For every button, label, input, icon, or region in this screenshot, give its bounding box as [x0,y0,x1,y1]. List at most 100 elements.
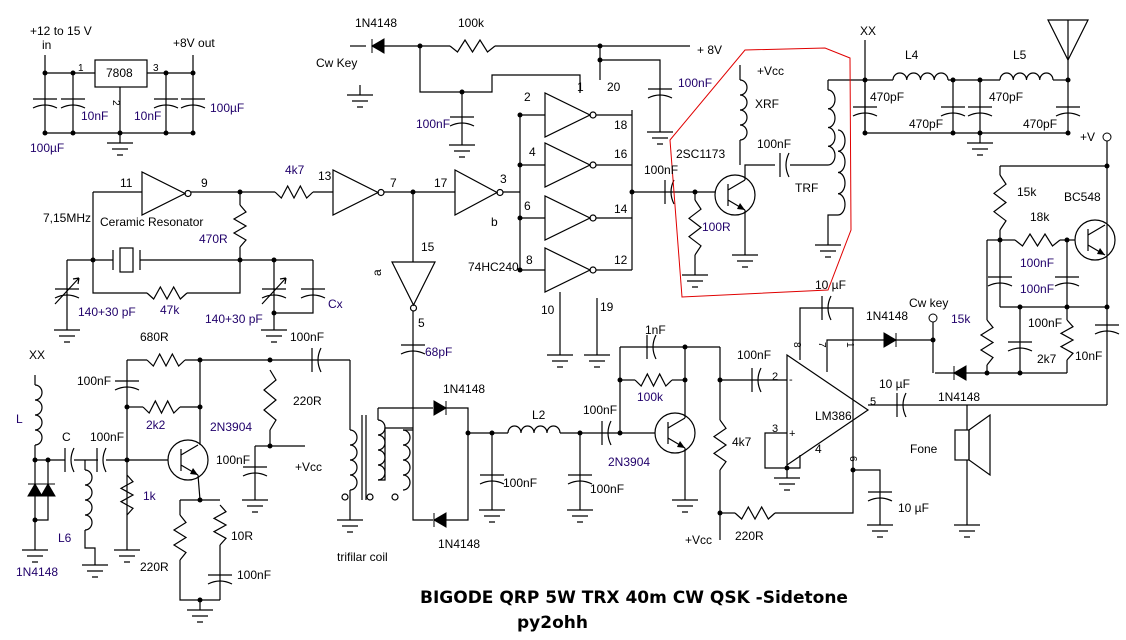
label: +V [1080,130,1095,144]
ground-symbol [815,235,841,258]
label: 100nF [1028,316,1062,330]
schematic-author: py2ohh [517,613,588,633]
label: 140+30 pF [205,312,263,326]
diode [433,512,447,528]
junction-dot [1017,370,1023,376]
transistor-body [1087,224,1106,256]
pin-label: 1 [844,342,855,348]
junction-dot [862,77,868,83]
capacitor [261,288,287,299]
capacitor [64,447,75,473]
wire [197,474,201,501]
label: 47k [160,303,180,317]
label: 1N4148 [438,537,480,551]
diode [433,400,447,416]
wire [853,469,881,515]
filter-labels: XX L4 L5 470pF 470pF 470pF 470pF [860,24,1057,131]
oscillator-labels: 11 9 7,15MHz Ceramic Resonator 470R 4k7 … [43,163,343,326]
pin-label: 2 [772,371,778,383]
label: Cw key [909,296,948,310]
label: 100nF [737,348,771,362]
label: 100nF [90,430,124,444]
capacitor [300,288,326,299]
junction-dot [597,57,603,63]
pin-label: 12 [614,253,628,267]
wire [269,430,305,447]
wire [84,530,96,555]
pin-label: 16 [614,147,628,161]
capacitor [646,334,657,360]
transistor-body [727,179,746,211]
label: 4k7 [732,435,752,449]
resistor [232,204,248,248]
pin-label: 11 [120,176,133,190]
ground-symbol [261,320,287,343]
pin-label: 1 [577,80,584,94]
inverter-gate [454,168,499,217]
label: 100nF [644,163,678,177]
label: 10 µF [898,501,929,515]
label: 100nF [237,568,271,582]
label: 100nF [757,137,791,151]
ground-symbol [114,540,140,563]
resistor [634,372,673,388]
resistor [979,319,995,366]
label: Fone [910,442,938,456]
pin-label: 5 [870,396,876,408]
capacitor [940,106,966,117]
capacitor [567,474,593,485]
resistor [1014,232,1061,248]
junction-dot [1104,304,1110,310]
label: Ceramic Resonator [100,215,203,229]
label: 1N4148 [938,390,980,404]
ground-symbol [82,555,108,578]
resistor [119,474,135,516]
junction-dot [70,70,76,76]
pin-label: 17 [434,176,448,190]
label: 1N4148 [443,382,485,396]
label: L [16,412,23,426]
capacitor [54,288,80,299]
label: 2k7 [1037,352,1057,366]
pin-label: 8 [526,253,533,267]
wire [775,470,854,514]
pin-label: 4 [815,442,822,456]
label: XX [29,348,45,362]
label: 100nF [1020,282,1054,296]
label: Cw Key [316,56,357,70]
resistor [263,369,277,431]
wire [799,307,854,470]
ground-symbol [954,515,980,538]
pin-label: b [491,215,498,229]
label: 10nF [81,109,108,123]
label: L2 [532,408,546,422]
ground-symbol [479,500,505,523]
inductor [507,425,561,434]
label: 10nF [134,109,161,123]
junction-dot [617,430,623,436]
pin-label: 8 [791,342,802,348]
label: + 8V [697,43,722,57]
inductor [402,429,411,491]
label: 100µF [210,101,244,115]
label: 470pF [909,117,943,131]
ground-symbol [242,490,268,513]
terminal [928,313,938,323]
ground-symbol [672,490,698,513]
label: trifilar coil [337,550,388,564]
label: 680R [140,330,169,344]
label: 100nF [583,403,617,417]
pa-labels: +Vcc XRF 100nF 2SC1173 TRF 100nF 100R [644,64,818,234]
label: L5 [1013,48,1027,62]
junction-dot [163,70,169,76]
capacitor [242,466,268,477]
emitter-arrow [1097,248,1105,255]
diode [371,38,385,54]
capacitor [647,88,673,99]
label: 470R [199,232,228,246]
transistor-label: 2SC1173 [676,147,725,161]
wire [446,407,469,521]
resistor [146,285,188,301]
junction-dot [190,70,196,76]
